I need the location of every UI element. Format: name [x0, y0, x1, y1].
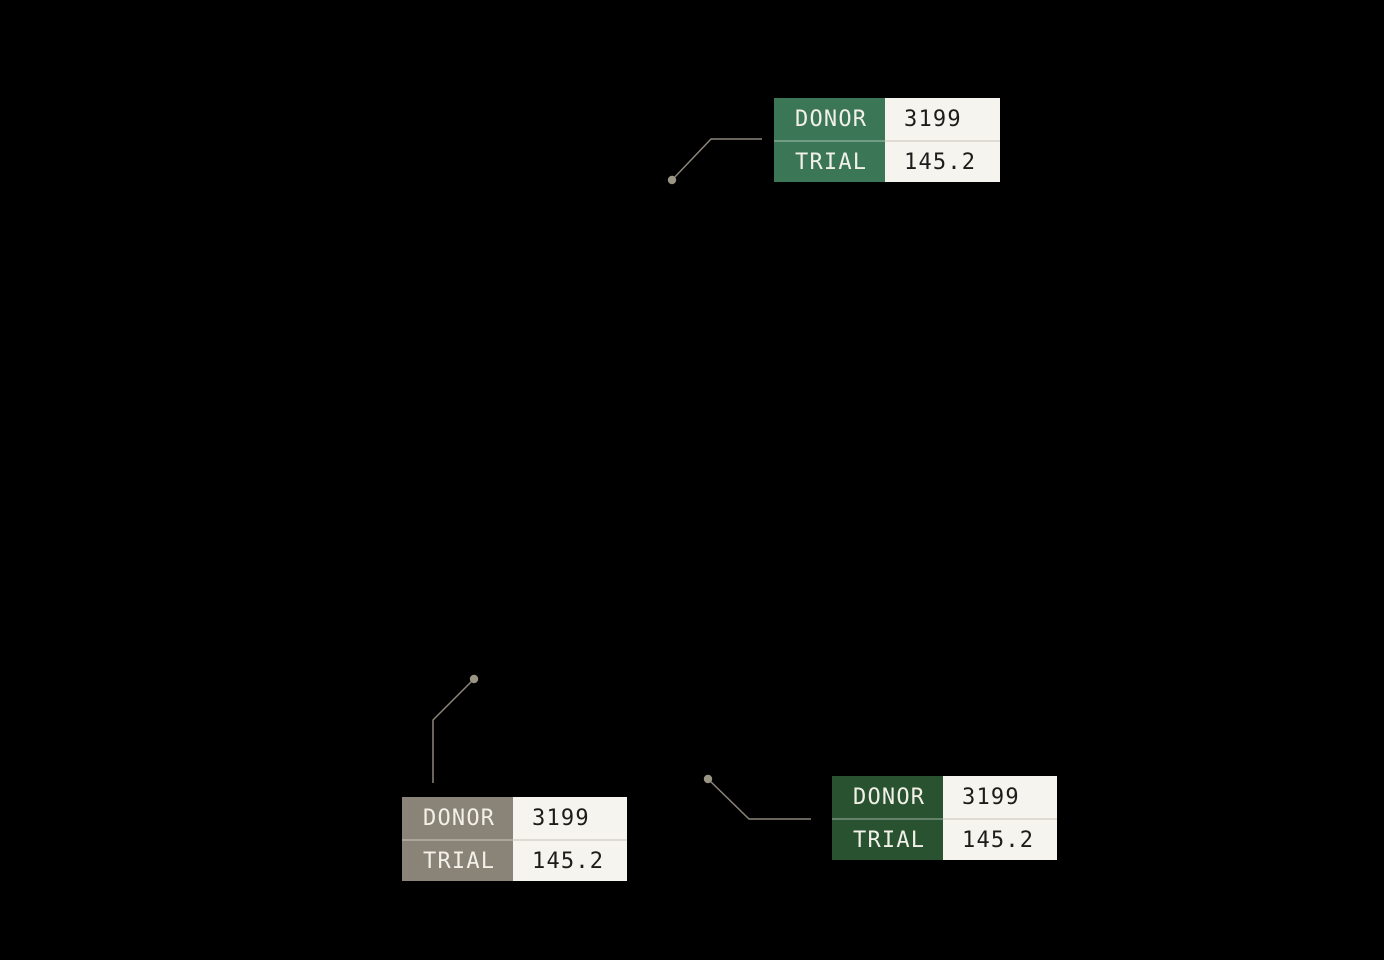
- tooltip-label: TRIAL: [832, 818, 943, 860]
- tooltip-value: 3199: [885, 98, 1000, 140]
- tooltip-label: DONOR: [402, 797, 513, 839]
- tooltip-value: 145.2: [943, 818, 1057, 860]
- tooltip-callout: DONOR 3199 TRIAL 145.2: [774, 98, 1000, 182]
- tooltip-value: 3199: [943, 776, 1057, 818]
- tooltip-label: TRIAL: [774, 140, 885, 182]
- tooltip-label: DONOR: [774, 98, 885, 140]
- tooltip-callout: DONOR 3199 TRIAL 145.2: [832, 776, 1057, 860]
- tooltip-label: TRIAL: [402, 839, 513, 881]
- leader-line: [432, 678, 475, 783]
- tooltip-value: 145.2: [513, 839, 627, 881]
- tooltip-value: 3199: [513, 797, 627, 839]
- leader-line: [671, 138, 762, 181]
- data-point-marker[interactable]: [469, 674, 479, 684]
- data-point-marker[interactable]: [667, 175, 677, 185]
- tooltip-label: DONOR: [832, 776, 943, 818]
- tooltip-callout: DONOR 3199 TRIAL 145.2: [402, 797, 627, 881]
- leader-line: [707, 778, 811, 820]
- tooltip-value: 145.2: [885, 140, 1000, 182]
- data-point-marker[interactable]: [703, 774, 713, 784]
